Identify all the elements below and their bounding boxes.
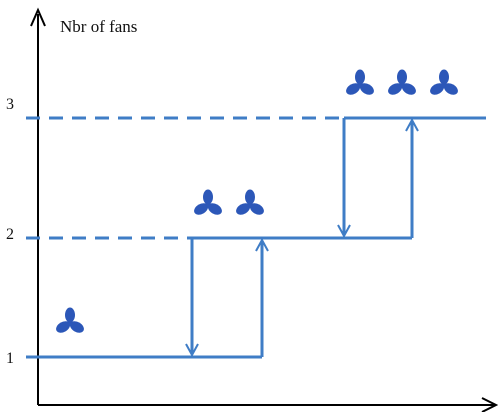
fan-icon: [386, 69, 418, 98]
x-axis-arrowhead: [481, 397, 498, 412]
fan-icon: [54, 307, 86, 336]
y-axis-arrowhead: [30, 7, 46, 27]
y-tick-2: 2: [6, 226, 14, 243]
fan-icon: [344, 69, 376, 98]
y-tick-1: 1: [6, 350, 14, 367]
fan-icon: [234, 189, 266, 218]
fan-icon: [428, 69, 460, 98]
y-axis-label: Nbr of fans: [60, 17, 138, 36]
fan-icon: [192, 189, 224, 218]
y-tick-3: 3: [6, 96, 14, 113]
